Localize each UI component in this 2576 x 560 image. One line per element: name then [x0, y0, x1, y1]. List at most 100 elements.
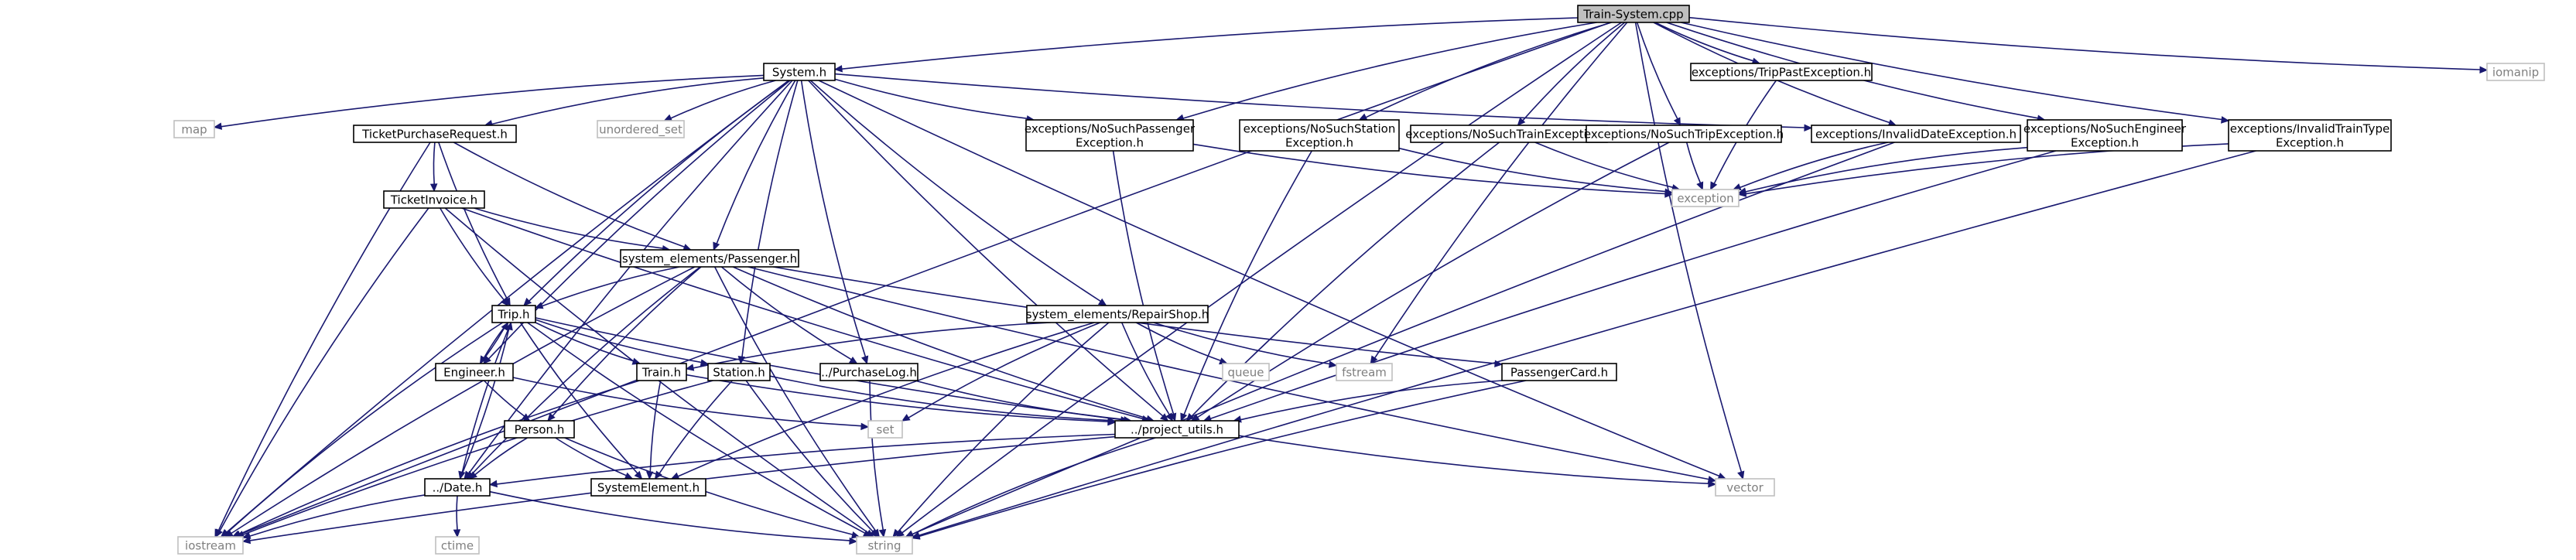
node-box: [1026, 305, 1209, 323]
edge-line: [1636, 22, 1678, 120]
edge-line: [1688, 16, 2481, 70]
edge-passengercard-h-to-string: [911, 380, 1527, 540]
edge-arrowhead: [241, 531, 251, 539]
edge-system-h-to-nosuch-passenger: [834, 78, 1035, 123]
node-ctime: ctime: [435, 536, 480, 555]
edge-line: [249, 494, 426, 537]
node-exception: exception: [1671, 189, 1740, 207]
edge-line: [732, 266, 1148, 419]
edge-line: [1192, 143, 1666, 195]
node-project-utils[interactable]: ../project_utils.h: [1114, 420, 1240, 439]
edge-system-h-to-invalid-date: [834, 73, 1813, 132]
edge-line: [552, 266, 702, 417]
node-label: exceptions/InvalidTrainType: [2230, 122, 2390, 136]
node-box: [819, 363, 919, 381]
node-label: Exception.h: [1076, 136, 1144, 150]
node-purchaselog-h[interactable]: ../PurchaseLog.h: [819, 363, 919, 381]
node-person-h[interactable]: Person.h: [504, 420, 575, 439]
node-box: [2228, 119, 2392, 152]
edge-arrowhead: [488, 480, 498, 488]
edge-repairshop-h-to-fstream: [1153, 322, 1338, 368]
edge-date-h-to-string: [489, 490, 858, 545]
node-train-h[interactable]: Train.h: [636, 363, 687, 381]
node-trip-h[interactable]: Trip.h: [491, 305, 536, 323]
edge-line: [912, 437, 1156, 535]
edge-line: [713, 266, 877, 531]
node-nosuch-train[interactable]: exceptions/NoSuchTrainException.h: [1405, 125, 1613, 143]
edge-project-utils-to-date-h: [488, 433, 1116, 488]
edge-arrowhead: [713, 241, 720, 251]
node-passengercard-h[interactable]: PassengerCard.h: [1501, 363, 1617, 381]
node-label: Trip.h: [497, 308, 529, 322]
edge-arrowhead: [468, 471, 477, 480]
node-label: exceptions/NoSuchTrainException.h: [1405, 128, 1612, 142]
edge-line: [1238, 435, 1709, 484]
edge-arrowhead: [663, 114, 673, 121]
edge-station-h-to-project-utils: [769, 375, 1117, 425]
edge-arrowhead: [505, 321, 513, 331]
node-repairshop-h[interactable]: system_elements/RepairShop.h: [1026, 305, 1209, 323]
edge-train-system-to-system-h: [833, 17, 1579, 73]
edge-line: [841, 17, 1579, 70]
node-box: [1222, 363, 1270, 381]
edge-system-h-to-passenger-h: [713, 80, 796, 251]
node-ticket-request[interactable]: TicketPurchaseRequest.h: [353, 125, 517, 143]
node-box: [1671, 189, 1740, 207]
node-passenger-h[interactable]: system_elements/Passenger.h: [620, 249, 799, 268]
node-box: [636, 363, 687, 381]
node-ticket-invoice[interactable]: TicketInvoice.h: [383, 190, 485, 209]
edge-line: [1534, 142, 1673, 188]
edge-trip-h-to-station-h: [535, 319, 710, 367]
edge-line: [221, 74, 765, 128]
edge-train-system-to-iomanip: [1688, 16, 2489, 74]
edge-passenger-h-to-person-h: [547, 266, 702, 422]
node-invalid-date[interactable]: exceptions/InvalidDateException.h: [1811, 125, 2021, 143]
edge-nosuch-station-to-exception: [1398, 147, 1674, 196]
node-date-h[interactable]: ../Date.h: [424, 478, 491, 497]
edge-train-system-to-vector: [1634, 22, 1745, 480]
node-box: [1025, 119, 1194, 152]
node-box: [867, 420, 903, 439]
node-label: SystemElement.h: [597, 481, 700, 495]
node-label: iomanip: [2492, 66, 2539, 80]
edge-arrowhead: [905, 530, 915, 538]
edge-line: [496, 433, 1116, 485]
node-label: string: [867, 539, 901, 553]
edge-line: [1210, 150, 2057, 420]
edge-arrowhead: [685, 364, 695, 371]
node-system-element[interactable]: SystemElement.h: [590, 478, 706, 497]
node-fstream: fstream: [1336, 363, 1393, 381]
edge-arrowhead: [1494, 360, 1504, 367]
node-label: exception: [1677, 192, 1733, 206]
edge-arrowhead: [213, 122, 223, 130]
edge-line: [649, 380, 662, 473]
edge-line: [677, 322, 1095, 477]
node-label: exceptions/InvalidDateException.h: [1815, 128, 2017, 142]
edge-arrowhead: [634, 470, 643, 480]
edge-line: [519, 322, 638, 474]
edge-person-h-to-system-element: [555, 437, 634, 480]
edge-arrowhead: [241, 536, 251, 545]
node-engineer-h[interactable]: Engineer.h: [435, 363, 514, 381]
node-nosuch-trip[interactable]: exceptions/NoSuchTripException.h: [1584, 125, 1784, 143]
node-train-system[interactable]: Train-System.cpp: [1577, 5, 1690, 23]
edge-date-h-to-trip-h: [459, 321, 513, 480]
edge-repairshop-h-to-project-utils: [1120, 322, 1173, 422]
edge-line: [219, 207, 429, 531]
edge-invalid-date-to-exception: [1732, 142, 1889, 191]
edge-system-h-to-ticket-request: [484, 77, 765, 128]
node-trippast-exc[interactable]: exceptions/TripPastException.h: [1690, 63, 1873, 81]
edge-train-system-to-nosuch-train: [1517, 22, 1626, 126]
node-station-h[interactable]: Station.h: [707, 363, 771, 381]
node-system-h[interactable]: System.h: [763, 63, 836, 81]
node-label: ctime: [441, 539, 474, 553]
edge-line: [670, 80, 776, 119]
edge-line: [919, 380, 1527, 538]
edge-arrowhead: [911, 532, 921, 540]
edge-arrowhead: [1160, 413, 1169, 422]
